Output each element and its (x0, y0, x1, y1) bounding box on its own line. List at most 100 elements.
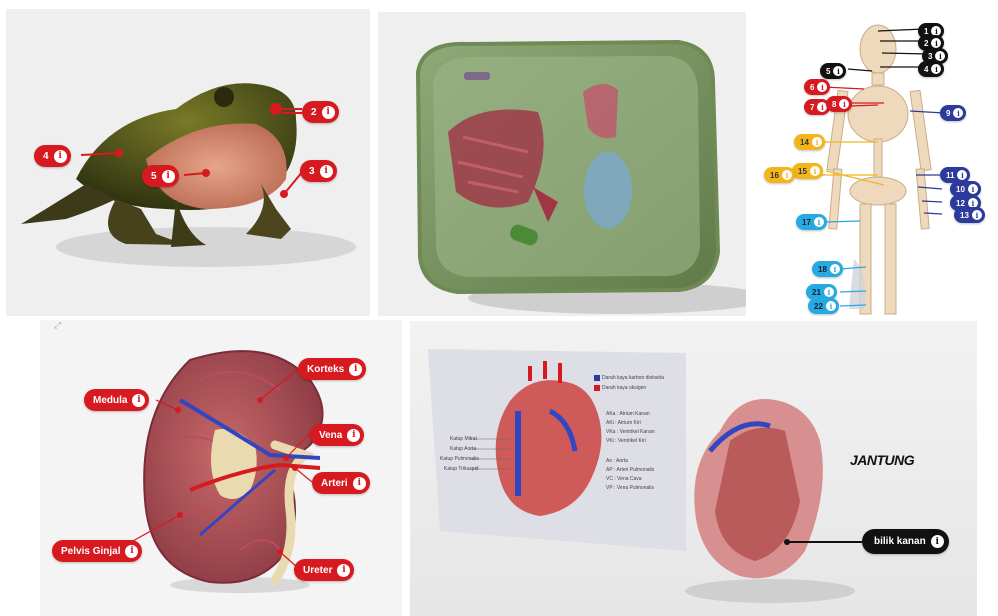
valve-trikuspid: Katup Trikuspid (444, 466, 478, 472)
label-number: 14 (800, 138, 809, 147)
label-number: 8 (832, 100, 836, 109)
info-icon[interactable]: i (349, 363, 362, 376)
info-icon[interactable]: i (839, 99, 849, 109)
heart-label-bilik-kanan[interactable]: bilik kanan i (862, 529, 949, 554)
info-icon[interactable]: i (812, 137, 822, 147)
valve-aorta: Katup Aorta (450, 446, 476, 452)
valve-mitral: Katup Mitral (450, 436, 477, 442)
info-icon[interactable]: i (931, 64, 941, 74)
label-text: Arteri (321, 478, 348, 489)
label-number: 2 (311, 107, 317, 118)
info-icon[interactable]: i (782, 170, 792, 180)
abbrev-aka: AKa : Atrium Kanan (606, 411, 650, 417)
info-icon[interactable]: i (125, 545, 138, 558)
abbrev-aki: AKi : Atrium Kiri (606, 420, 641, 426)
info-icon[interactable]: i (931, 38, 941, 48)
label-number: 16 (770, 171, 779, 180)
info-icon[interactable]: i (162, 170, 175, 183)
info-icon[interactable]: i (935, 51, 945, 61)
label-number: 3 (309, 166, 315, 177)
info-icon[interactable]: i (931, 535, 944, 548)
label-number: 4 (924, 65, 928, 74)
skeleton-illustration (754, 9, 998, 316)
info-icon[interactable]: i (132, 394, 145, 407)
abbrev-vka: VKa : Ventrikel Kanan (606, 429, 655, 435)
info-icon[interactable]: i (953, 108, 963, 118)
label-text: Medula (93, 395, 127, 406)
label-text: Vena (319, 430, 342, 441)
info-icon[interactable]: i (968, 184, 978, 194)
heart-scene (410, 321, 977, 616)
label-number: 5 (826, 67, 830, 76)
abbrev-ap: AP : Arteri Pulmonalis (606, 467, 654, 473)
label-number: 4 (43, 151, 49, 162)
label-text: Ureter (303, 565, 332, 576)
label-number: 15 (798, 167, 807, 176)
abbrev-vki: VKi : Ventrikel Kiri (606, 438, 646, 444)
label-number: 11 (946, 171, 954, 180)
cell-panel[interactable] (378, 12, 746, 316)
abbrev-vp: VP : Vena Pulmonalis (606, 485, 654, 491)
label-number: 7 (810, 103, 814, 112)
label-number: 2 (924, 39, 928, 48)
label-number: 13 (960, 211, 969, 220)
info-icon[interactable]: i (957, 170, 967, 180)
abbrev-ao: Ao : Aorta (606, 458, 628, 464)
info-icon[interactable]: i (337, 564, 350, 577)
info-icon[interactable]: i (54, 150, 67, 163)
label-text: Korteks (307, 364, 344, 375)
label-number: 22 (814, 302, 823, 311)
info-icon[interactable]: i (824, 287, 834, 297)
heart-title: JANTUNG (850, 452, 914, 468)
info-icon[interactable]: i (810, 166, 820, 176)
info-icon[interactable]: i (826, 301, 836, 311)
info-icon[interactable]: i (817, 82, 827, 92)
info-icon[interactable]: i (833, 66, 843, 76)
top-caption-strip (0, 0, 998, 8)
info-icon[interactable]: i (320, 165, 333, 178)
label-number: 10 (956, 185, 965, 194)
info-icon[interactable]: i (353, 477, 366, 490)
abbrev-vc: VC : Vena Cava (606, 476, 642, 482)
info-icon[interactable]: i (972, 210, 982, 220)
cell-illustration (378, 12, 746, 316)
info-icon[interactable]: i (830, 264, 840, 274)
kidney-label-korteks[interactable]: Korteks i (298, 358, 366, 380)
label-text: bilik kanan (874, 536, 926, 547)
label-number: 3 (928, 52, 932, 61)
label-number: 18 (818, 265, 827, 274)
label-number: 9 (946, 109, 950, 118)
info-icon[interactable]: i (814, 217, 824, 227)
legend-co2: Darah kaya karbon dioksida (602, 375, 664, 381)
label-number: 6 (810, 83, 814, 92)
info-icon[interactable]: i (347, 429, 360, 442)
info-icon[interactable]: i (322, 106, 335, 119)
heart-panel[interactable]: Darah kaya karbon dioksida Darah kaya ok… (410, 321, 977, 616)
label-number: 17 (802, 218, 811, 227)
valve-pulmonalis: Katup Pulmonalis (440, 456, 479, 462)
